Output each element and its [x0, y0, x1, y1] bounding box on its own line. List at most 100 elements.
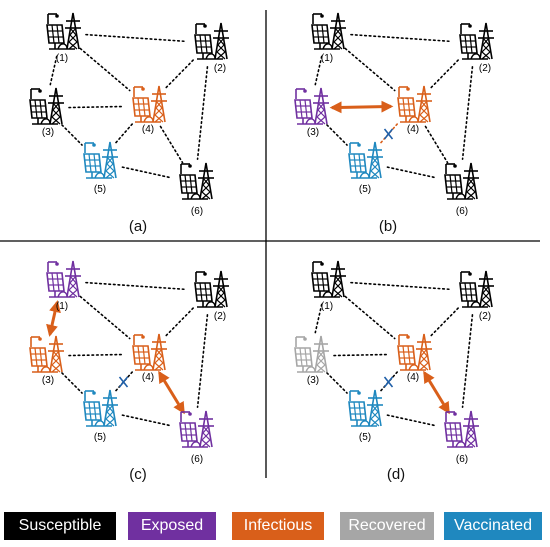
panel-b: (1) (2) (3) (4) (5) (6) — [294, 12, 494, 217]
network-link — [196, 314, 209, 408]
node-label: (1) — [56, 301, 68, 312]
legend-recovered: Recovered — [340, 512, 434, 540]
network-link — [314, 55, 323, 86]
node-1-exposed-icon — [46, 260, 81, 298]
network-link — [121, 414, 173, 427]
legend-exposed: Exposed — [128, 512, 216, 540]
network-link — [461, 314, 474, 408]
network-link — [85, 33, 187, 43]
node-3-exposed-icon — [294, 87, 329, 125]
network-link — [159, 125, 184, 164]
network-link — [429, 307, 459, 338]
network-link — [350, 33, 452, 43]
vaccination-block-icon — [383, 128, 394, 140]
node-label: (5) — [94, 432, 106, 443]
node-5-vaccinated-icon — [83, 141, 118, 179]
node-label: (1) — [56, 53, 68, 64]
node-4-infectious-icon — [397, 333, 432, 371]
transmission-arrow — [158, 370, 185, 415]
node-label: (2) — [479, 311, 491, 322]
node-3-susceptible-icon — [29, 87, 64, 125]
node-label: (3) — [307, 375, 319, 386]
network-link — [79, 47, 131, 92]
node-label: (2) — [479, 63, 491, 74]
network-link — [114, 123, 133, 145]
node-label: (5) — [94, 184, 106, 195]
node-label: (1) — [321, 301, 333, 312]
network-link — [79, 295, 131, 340]
node-label: (4) — [407, 124, 419, 135]
network-link — [49, 55, 58, 86]
network-link — [386, 166, 438, 179]
node-4-infectious-icon — [397, 85, 432, 123]
transmission-arrow — [329, 100, 394, 114]
node-5-vaccinated-icon — [348, 141, 383, 179]
network-link — [326, 124, 348, 146]
network-link — [429, 59, 459, 90]
network-link — [344, 295, 396, 340]
node-label: (3) — [42, 127, 54, 138]
network-link — [333, 353, 390, 357]
node-3-infectious-icon — [29, 335, 64, 373]
vaccination-block-icon — [383, 376, 394, 388]
node-5-vaccinated-icon — [348, 389, 383, 427]
diagram-canvas: (1)(2)(3)(4)(5)(6)(1)(2)(3)(4)(5)(6)(1)(… — [0, 10, 540, 478]
panel-d: (1) (2) (3) (4) (5) (6) — [294, 260, 494, 465]
panel-label-b: (b) — [378, 218, 398, 235]
node-1-susceptible-icon — [46, 12, 81, 50]
network-link — [196, 66, 209, 160]
node-label: (4) — [142, 372, 154, 383]
node-4-infectious-icon — [132, 85, 167, 123]
node-6-exposed-icon — [179, 410, 214, 448]
node-2-susceptible-icon — [459, 270, 494, 308]
node-label: (1) — [321, 53, 333, 64]
network-link — [344, 47, 396, 92]
transmission-arrow — [46, 300, 61, 337]
node-2-susceptible-icon — [194, 22, 229, 60]
node-5-vaccinated-icon — [83, 389, 118, 427]
network-link — [68, 353, 125, 357]
network-link — [85, 281, 187, 291]
node-label: (4) — [407, 372, 419, 383]
network-link — [386, 414, 438, 427]
node-1-susceptible-icon — [311, 260, 346, 298]
panel-label-d: (d) — [386, 466, 406, 483]
network-link — [424, 125, 449, 164]
node-6-exposed-icon — [444, 410, 479, 448]
node-2-susceptible-icon — [459, 22, 494, 60]
node-1-susceptible-icon — [311, 12, 346, 50]
node-label: (2) — [214, 63, 226, 74]
panel-a: (1) (2) (3) (4) (5) (6) — [29, 12, 229, 217]
network-link — [461, 66, 474, 160]
node-2-susceptible-icon — [194, 270, 229, 308]
network-link — [164, 59, 194, 90]
legend-vaccinated: Vaccinated — [444, 512, 542, 540]
network-link — [61, 124, 83, 146]
network-link — [61, 372, 83, 394]
node-label: (6) — [191, 454, 203, 465]
vaccination-block-icon — [118, 376, 129, 388]
legend-susceptible: Susceptible — [4, 512, 116, 540]
node-label: (5) — [359, 184, 371, 195]
network-link — [121, 166, 173, 179]
panel-c: (1) (2) (3) (4) (5) (6) — [29, 260, 229, 465]
network-link — [164, 307, 194, 338]
node-label: (6) — [456, 454, 468, 465]
node-label: (3) — [307, 127, 319, 138]
node-label: (4) — [142, 124, 154, 135]
node-label: (5) — [359, 432, 371, 443]
node-4-infectious-icon — [132, 333, 167, 371]
network-link — [350, 281, 452, 291]
node-label: (3) — [42, 375, 54, 386]
network-link — [314, 303, 323, 334]
network-link — [326, 372, 348, 394]
panel-label-c: (c) — [129, 466, 147, 483]
legend-infectious: Infectious — [232, 512, 324, 540]
panel-label-a: (a) — [128, 218, 148, 235]
node-label: (6) — [456, 206, 468, 217]
node-label: (6) — [191, 206, 203, 217]
node-label: (2) — [214, 311, 226, 322]
network-link — [68, 105, 125, 109]
node-6-susceptible-icon — [444, 162, 479, 200]
